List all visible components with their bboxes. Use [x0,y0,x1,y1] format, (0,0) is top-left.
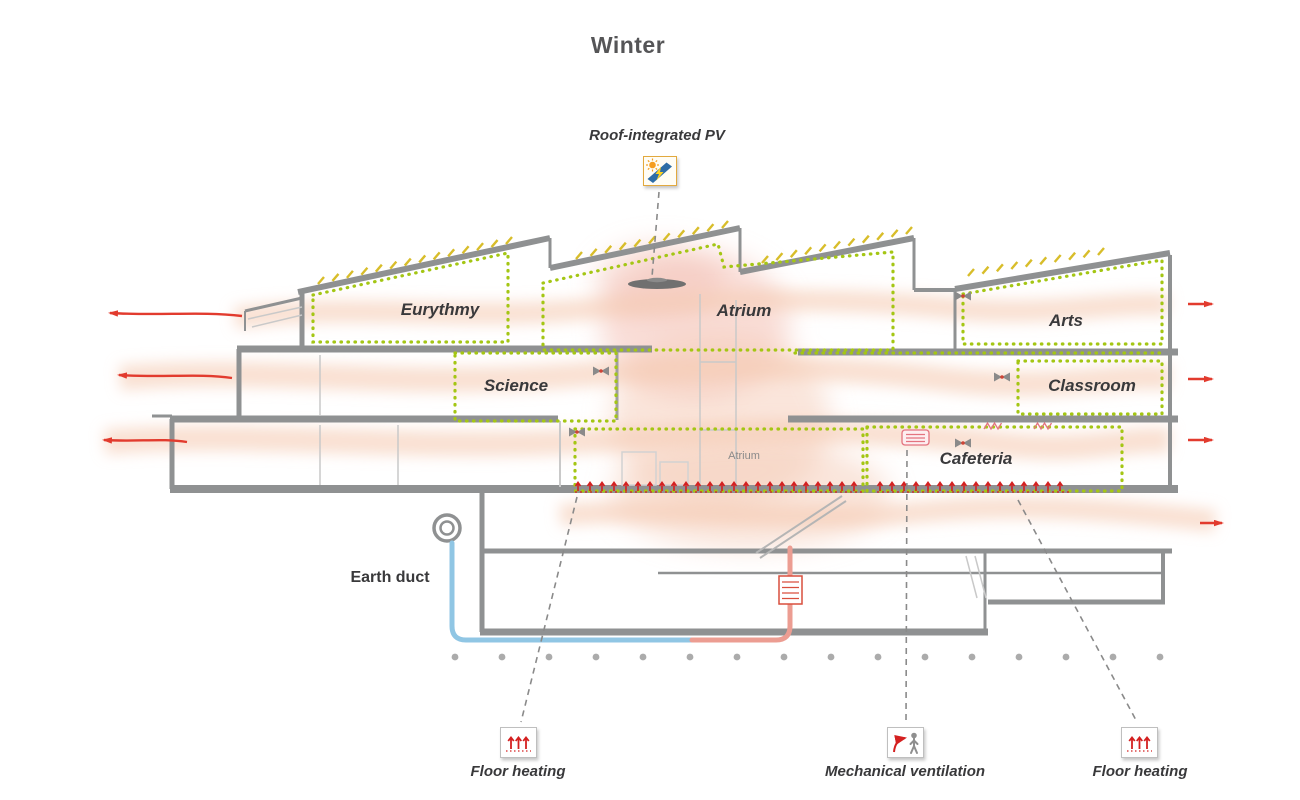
fan-coil-unit-icon [901,429,930,446]
room-label-science: Science [483,376,549,395]
atrium-ceiling-fan-icon [628,277,686,289]
zone-classroom [1016,359,1164,416]
roof-pv-label: Roof-integrated PV [589,127,725,144]
leader-lines [520,191,1138,723]
ground-dots [451,653,1164,661]
convector-icon [983,421,1003,431]
floor-heating-left-label: Floor heating [470,763,566,780]
floor-heating-right-label: Floor heating [1092,763,1188,780]
heat-exchanger-icon [778,575,803,605]
interior-lines [247,294,987,599]
room-label-classroom: Classroom [1048,376,1136,395]
zone-ground-hall [573,427,865,493]
airflow-washes [103,244,1217,550]
zone-arts [961,258,1164,346]
room-label-atrium-core: Atrium [728,450,760,462]
fans [569,277,1010,448]
zone-science [453,351,618,423]
zone-outlines [311,242,1164,493]
room-label-arts: Arts [1048,311,1084,330]
earth-duct-pipes [432,513,803,643]
convector-icon [1033,421,1053,431]
solar-pv-icon [643,156,677,186]
solar-panel-ticks [317,220,1105,285]
floor-heating-arrows [574,480,1071,493]
earth-duct-inlet-icon [432,513,462,543]
zone-eurythmy [311,251,510,344]
room-label-atrium: Atrium [716,301,772,320]
small-fan-icons [569,291,1010,448]
room-label-eurythmy: Eurythmy [400,300,480,319]
room-label-cafeteria: Cafeteria [939,449,1013,468]
earth-duct-label: Earth duct [350,569,430,586]
floor-heating-icon [1121,727,1158,758]
airflow-arrows [102,300,1224,527]
mechanical-ventilation-icon [887,727,924,758]
mechanical-ventilation-label: Mechanical ventilation [824,763,986,780]
diagram-title: Winter [590,32,666,58]
zone-atrium [541,242,895,352]
zone-cafeteria [865,425,1124,493]
floor-heating-icon [500,727,537,758]
heating-units [901,421,1053,446]
